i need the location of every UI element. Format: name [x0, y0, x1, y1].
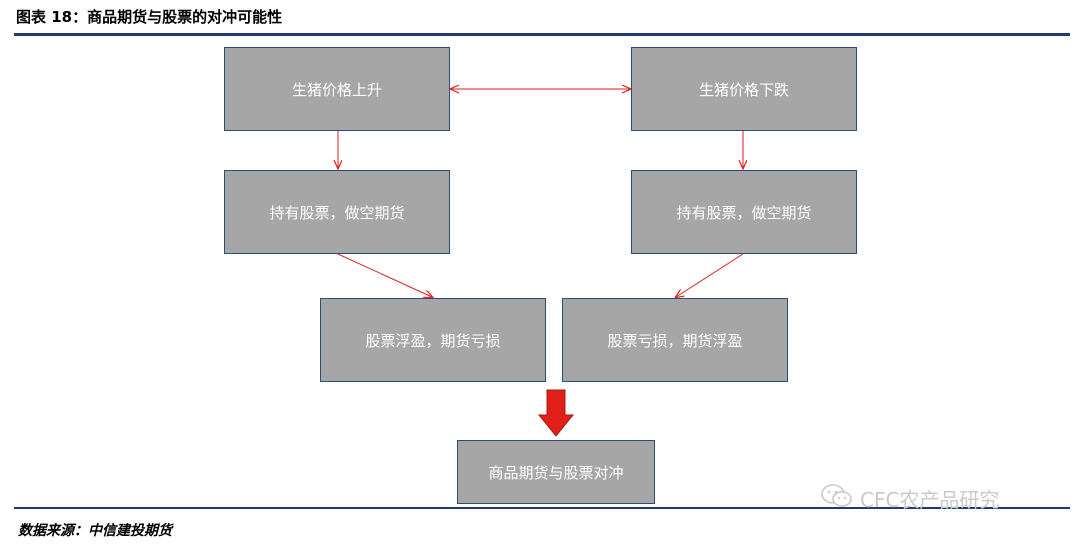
- wechat-icon: [820, 483, 854, 514]
- arrow-left-action-to-result: [337, 253, 432, 297]
- box-left-action: 持有股票，做空期货: [224, 170, 450, 254]
- bottom-rule: [14, 507, 1070, 509]
- figure-title: 图表 18：商品期货与股票的对冲可能性: [16, 8, 283, 26]
- watermark-text: CFC农产品研究: [860, 488, 1000, 512]
- box-right-result: 股票亏损，期货浮盈: [562, 298, 788, 382]
- box-price-fall: 生猪价格下跌: [631, 47, 857, 131]
- box-right-action: 持有股票，做空期货: [631, 170, 857, 254]
- down-block-arrow: [537, 389, 575, 437]
- box-price-rise: 生猪价格上升: [224, 47, 450, 131]
- source-note: 数据来源：中信建投期货: [18, 523, 172, 539]
- top-rule: [14, 33, 1070, 36]
- box-conclusion: 商品期货与股票对冲: [457, 440, 655, 504]
- arrow-right-action-to-result: [676, 253, 744, 297]
- box-left-result: 股票浮盈，期货亏损: [320, 298, 546, 382]
- watermark: CFC农产品研究: [820, 483, 999, 514]
